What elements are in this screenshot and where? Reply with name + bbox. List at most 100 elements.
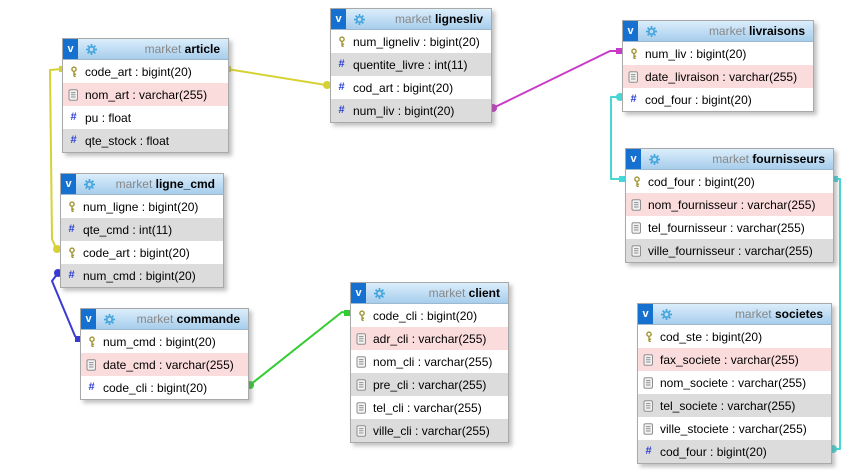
column-row-client-ville_cli[interactable]: ville_cli : varchar(255)	[351, 419, 508, 442]
table-options-gear-icon[interactable]	[373, 287, 386, 300]
column-label: quentite_livre : int(11)	[353, 57, 468, 72]
column-name: code_art	[85, 64, 132, 79]
column-type: varchar(255)	[747, 197, 816, 212]
relation-line-livraisons.cod_four-to-fournisseurs.cod_four	[610, 96, 622, 180]
column-row-commande-code_cli[interactable]: #code_cli : bigint(20)	[81, 376, 248, 399]
column-label: ville_fournisseur : varchar(255)	[648, 243, 813, 258]
column-row-lignesliv-quentite_livre[interactable]: #quentite_livre : int(11)	[331, 53, 491, 76]
table-name: fournisseurs	[752, 152, 825, 166]
column-row-article-code_art[interactable]: code_art : bigint(20)	[63, 60, 228, 83]
column-row-fournisseurs-ville_fournisseur[interactable]: ville_fournisseur : varchar(255)	[626, 239, 833, 262]
schema-label: market	[428, 286, 466, 300]
table-options-gear-icon[interactable]	[83, 178, 96, 191]
table-name: commande	[176, 312, 240, 326]
table-options-gear-icon[interactable]	[85, 43, 98, 56]
table-options-gear-icon[interactable]	[660, 308, 673, 321]
v-collapse-icon[interactable]: v	[623, 21, 638, 41]
v-collapse-icon[interactable]: v	[638, 304, 653, 324]
column-row-ligne_cmd-num_cmd[interactable]: #num_cmd : bigint(20)	[61, 264, 223, 287]
column-row-societes-cod_ste[interactable]: cod_ste : bigint(20)	[638, 325, 831, 348]
table-name: article	[184, 42, 220, 56]
table-name: livraisons	[748, 24, 805, 38]
column-type: varchar(255)	[738, 421, 807, 436]
column-row-fournisseurs-tel_fournisseur[interactable]: tel_fournisseur : varchar(255)	[626, 216, 833, 239]
column-row-commande-date_cmd[interactable]: date_cmd : varchar(255)	[81, 353, 248, 376]
column-row-fournisseurs-cod_four[interactable]: cod_four : bigint(20)	[626, 170, 833, 193]
v-collapse-icon[interactable]: v	[61, 174, 76, 194]
v-collapse-icon[interactable]: v	[81, 309, 96, 329]
column-type: varchar(255)	[736, 220, 805, 235]
column-name: tel_cli	[373, 400, 404, 415]
column-row-ligne_cmd-qte_cmd[interactable]: #qte_cmd : int(11)	[61, 218, 223, 241]
column-row-commande-num_cmd[interactable]: num_cmd : bigint(20)	[81, 330, 248, 353]
column-label: nom_art : varchar(255)	[85, 87, 208, 102]
column-name: ville_fournisseur	[648, 243, 735, 258]
column-row-livraisons-num_liv[interactable]: num_liv : bigint(20)	[623, 42, 813, 65]
table-header-commande[interactable]: v market commande	[81, 309, 248, 330]
column-name: date_livraison	[645, 69, 720, 84]
table-options-gear-icon[interactable]	[103, 313, 116, 326]
v-collapse-icon[interactable]: v	[351, 283, 366, 303]
table-options-gear-icon[interactable]	[645, 25, 658, 38]
column-row-lignesliv-num_liv[interactable]: #num_liv : bigint(20)	[331, 99, 491, 122]
column-row-livraisons-cod_four[interactable]: #cod_four : bigint(20)	[623, 88, 813, 111]
relation-line-commande.code_cli-to-client.code_cli	[249, 311, 348, 386]
v-collapse-icon[interactable]: v	[626, 149, 641, 169]
column-row-article-qte_stock[interactable]: #qte_stock : float	[63, 129, 228, 152]
column-type: bigint(20)	[704, 174, 755, 189]
column-row-fournisseurs-nom_fournisseur[interactable]: nom_fournisseur : varchar(255)	[626, 193, 833, 216]
relation-ref-square-fournisseurs.cod_four	[619, 176, 625, 182]
column-row-societes-nom_societe[interactable]: nom_societe : varchar(255)	[638, 371, 831, 394]
column-row-lignesliv-cod_art[interactable]: #cod_art : bigint(20)	[331, 76, 491, 99]
primary-key-icon	[355, 309, 368, 322]
column-row-lignesliv-num_ligneliv[interactable]: num_ligneliv : bigint(20)	[331, 30, 491, 53]
column-row-societes-cod_four[interactable]: #cod_four : bigint(20)	[638, 440, 831, 463]
column-type: bigint(20)	[427, 308, 478, 323]
column-row-client-nom_cli[interactable]: nom_cli : varchar(255)	[351, 350, 508, 373]
numeric-column-icon: #	[338, 104, 345, 116]
table-options-gear-icon[interactable]	[353, 13, 366, 26]
text-column-icon	[642, 399, 655, 412]
column-type: bigint(20)	[696, 46, 747, 61]
column-row-ligne_cmd-num_ligne[interactable]: num_ligne : bigint(20)	[61, 195, 223, 218]
column-type: float	[108, 110, 132, 125]
table-title: market commande	[116, 312, 248, 326]
text-column-icon	[630, 221, 643, 234]
column-row-client-tel_cli[interactable]: tel_cli : varchar(255)	[351, 396, 508, 419]
column-row-societes-ville_stociete[interactable]: ville_stociete : varchar(255)	[638, 417, 831, 440]
column-row-ligne_cmd-code_art[interactable]: code_art : bigint(20)	[61, 241, 223, 264]
v-collapse-icon[interactable]: v	[331, 9, 346, 29]
relation-ref-square-livraisons.num_liv	[616, 48, 622, 54]
text-column-icon	[355, 355, 368, 368]
column-row-article-nom_art[interactable]: nom_art : varchar(255)	[63, 83, 228, 106]
schema-label: market	[734, 307, 772, 321]
column-row-client-pre_cli[interactable]: pre_cli : varchar(255)	[351, 373, 508, 396]
table-options-gear-icon[interactable]	[648, 153, 661, 166]
schema-label: market	[115, 177, 153, 191]
v-collapse-icon[interactable]: v	[63, 39, 78, 59]
column-type: varchar(255)	[729, 69, 798, 84]
column-row-client-code_cli[interactable]: code_cli : bigint(20)	[351, 304, 508, 327]
text-column-icon	[355, 424, 368, 437]
column-name: num_liv	[645, 46, 687, 61]
primary-key-icon	[642, 330, 655, 343]
column-label: nom_societe : varchar(255)	[660, 375, 807, 390]
column-row-article-pu[interactable]: #pu : float	[63, 106, 228, 129]
column-name: ville_stociete	[660, 421, 729, 436]
column-row-societes-fax_societe[interactable]: fax_societe : varchar(255)	[638, 348, 831, 371]
column-row-societes-tel_societe[interactable]: tel_societe : varchar(255)	[638, 394, 831, 417]
column-row-livraisons-date_livraison[interactable]: date_livraison : varchar(255)	[623, 65, 813, 88]
column-type: varchar(255)	[738, 375, 807, 390]
column-name: code_cli	[103, 380, 148, 395]
column-row-client-adr_cli[interactable]: adr_cli : varchar(255)	[351, 327, 508, 350]
